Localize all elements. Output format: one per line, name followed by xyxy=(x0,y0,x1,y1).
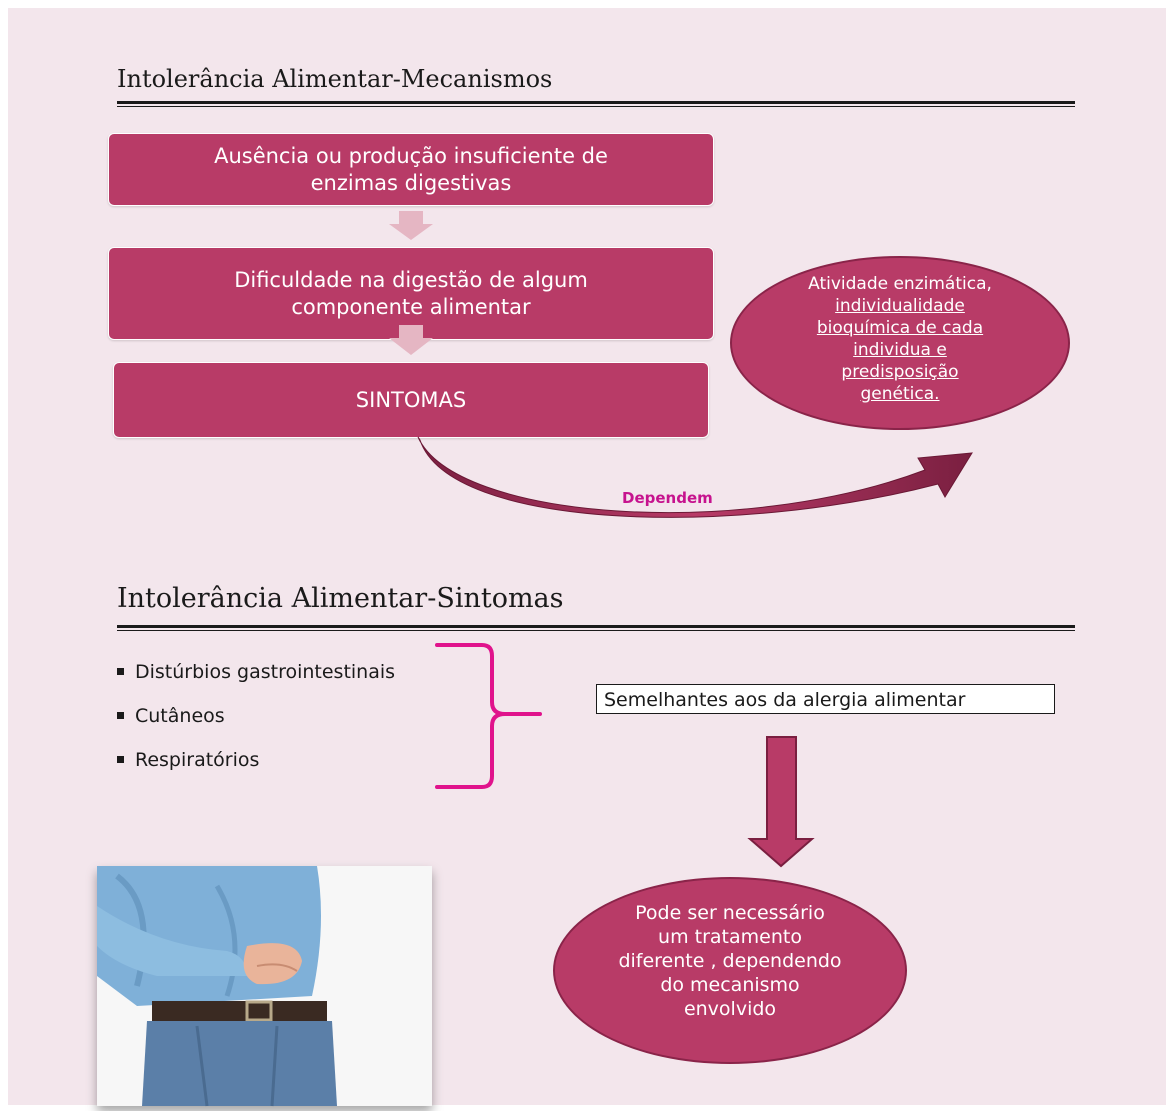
ellipse-factors-line3: bioquímica de cada xyxy=(816,318,984,338)
list-item: Distúrbios gastrointestinais xyxy=(117,658,395,702)
ellipse-factors-line2: individualidade xyxy=(835,296,965,316)
flow-box-enzymes: Ausência ou produção insuficiente de enz… xyxy=(108,133,714,206)
curved-arrow xyxy=(417,436,973,518)
small-down-arrow-1 xyxy=(389,211,433,240)
brace-icon xyxy=(435,643,542,789)
ellipse-factors: Atividade enzimática, individualidade bi… xyxy=(730,256,1070,430)
ellipse-treatment-line1: Pode ser necessário xyxy=(635,902,825,924)
similar-to-allergy-note: Semelhantes aos da alergia alimentar xyxy=(596,684,1055,714)
list-item: Cutâneos xyxy=(117,702,395,746)
ellipse-factors-line5: predisposição xyxy=(841,362,959,382)
big-down-arrow xyxy=(747,736,815,868)
ellipse-factors-line4: individua e xyxy=(853,340,947,360)
ellipse-treatment: Pode ser necessário um tratamento difere… xyxy=(553,877,907,1064)
arrow-label-dependem: Dependem xyxy=(622,489,713,507)
flow-box-enzymes-line2: enzimas digestivas xyxy=(310,170,512,195)
title-rule-thick xyxy=(117,101,1075,104)
ellipse-treatment-line2: um tratamento xyxy=(658,926,802,948)
person-holding-stomach-photo xyxy=(97,866,432,1107)
flow-box-enzymes-line1: Ausência ou produção insuficiente de xyxy=(214,143,608,168)
symptom-list: Distúrbios gastrointestinais Cutâneos Re… xyxy=(117,658,395,790)
flow-box-symptoms: SINTOMAS xyxy=(113,362,709,438)
list-item: Respiratórios xyxy=(117,746,395,790)
flow-box-symptoms-label: SINTOMAS xyxy=(355,388,467,412)
ellipse-treatment-line3: diferente , dependendo xyxy=(618,950,842,972)
title-rule-thin xyxy=(117,106,1075,107)
ellipse-factors-line6: genética. xyxy=(860,384,940,404)
title2-rule-thin xyxy=(117,630,1075,631)
section-title-mechanisms: Intolerância Alimentar-Mecanismos xyxy=(117,65,553,93)
small-down-arrow-2 xyxy=(389,325,433,355)
flow-box-digestion-line1: Dificuldade na digestão de algum xyxy=(234,267,588,292)
ellipse-factors-line1: Atividade enzimática, xyxy=(808,274,992,294)
flow-box-digestion-line2: componente alimentar xyxy=(291,294,531,319)
section-title-symptoms: Intolerância Alimentar-Sintomas xyxy=(117,583,564,614)
flow-box-digestion: Dificuldade na digestão de algum compone… xyxy=(108,247,714,340)
title2-rule-thick xyxy=(117,625,1075,628)
ellipse-treatment-line4: do mecanismo xyxy=(660,974,800,996)
ellipse-treatment-line5: envolvido xyxy=(683,998,777,1020)
